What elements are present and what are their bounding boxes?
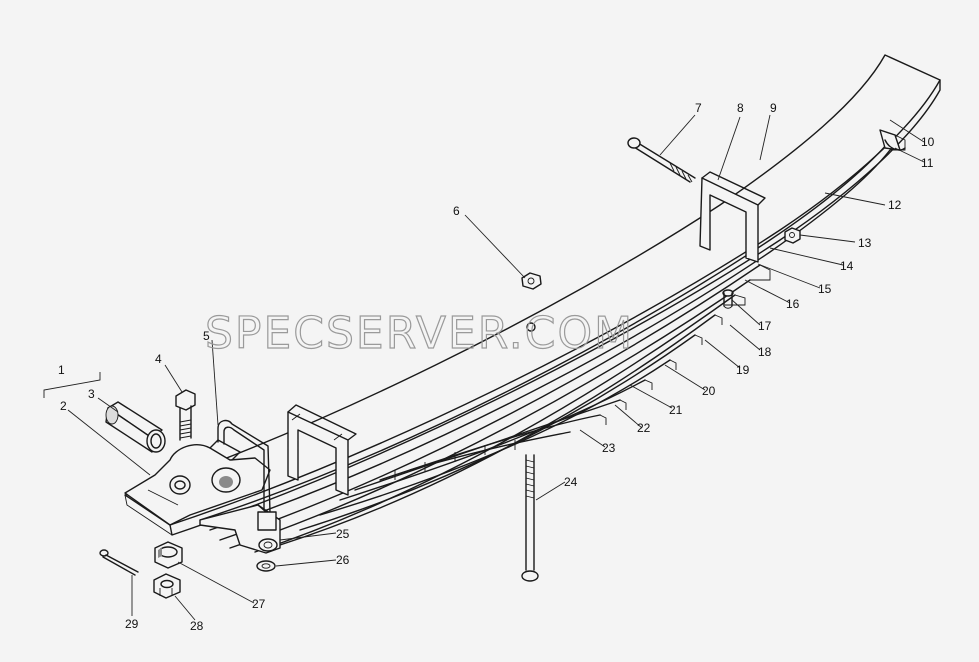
callout-16: 16 (786, 297, 800, 311)
callout-1: 1 (58, 363, 65, 377)
u-bolt-24 (521, 454, 539, 582)
callout-11: 11 (921, 156, 934, 170)
bolt-4 (175, 389, 196, 441)
callout-15: 15 (818, 282, 832, 296)
bushing (105, 401, 166, 453)
callouts: 1 2 3 4 5 6 7 8 9 10 11 12 13 14 15 16 1… (58, 101, 935, 633)
front-clip (287, 404, 357, 496)
callout-22: 22 (637, 421, 651, 435)
cotter-pin-29 (99, 549, 139, 576)
leader-lines (43, 114, 925, 621)
watermark: SPECSERVER.COM (205, 308, 634, 359)
callout-13: 13 (858, 236, 872, 250)
callout-4: 4 (155, 352, 162, 366)
callout-3: 3 (88, 387, 95, 401)
bolt-17 (722, 289, 734, 309)
center-nut (521, 272, 542, 290)
nut-28 (153, 573, 181, 599)
callout-9: 9 (770, 101, 777, 115)
callout-19: 19 (736, 363, 750, 377)
washer-26 (256, 560, 276, 572)
callout-26: 26 (336, 553, 350, 567)
u-bolt-5 (217, 419, 271, 513)
callout-24: 24 (564, 475, 578, 489)
callout-6: 6 (453, 204, 460, 218)
callout-7: 7 (695, 101, 702, 115)
nut-13 (784, 227, 801, 244)
callout-29: 29 (125, 617, 139, 631)
castle-nut-27 (154, 541, 183, 569)
lower-plate (199, 504, 281, 554)
callout-8: 8 (737, 101, 744, 115)
callout-10: 10 (921, 135, 935, 149)
callout-14: 14 (840, 259, 854, 273)
callout-28: 28 (190, 619, 204, 633)
callout-18: 18 (758, 345, 772, 359)
callout-17: 17 (758, 319, 772, 333)
callout-5: 5 (203, 329, 210, 343)
callout-20: 20 (702, 384, 716, 398)
center-bolt-head (526, 322, 536, 332)
rear-clip (699, 171, 766, 263)
callout-21: 21 (669, 403, 683, 417)
callout-27: 27 (252, 597, 266, 611)
callout-23: 23 (602, 441, 616, 455)
leaf-stack (199, 134, 906, 553)
callout-2: 2 (60, 399, 67, 413)
callout-25: 25 (336, 527, 350, 541)
rear-clip-bolt (627, 137, 696, 183)
callout-12: 12 (888, 198, 902, 212)
